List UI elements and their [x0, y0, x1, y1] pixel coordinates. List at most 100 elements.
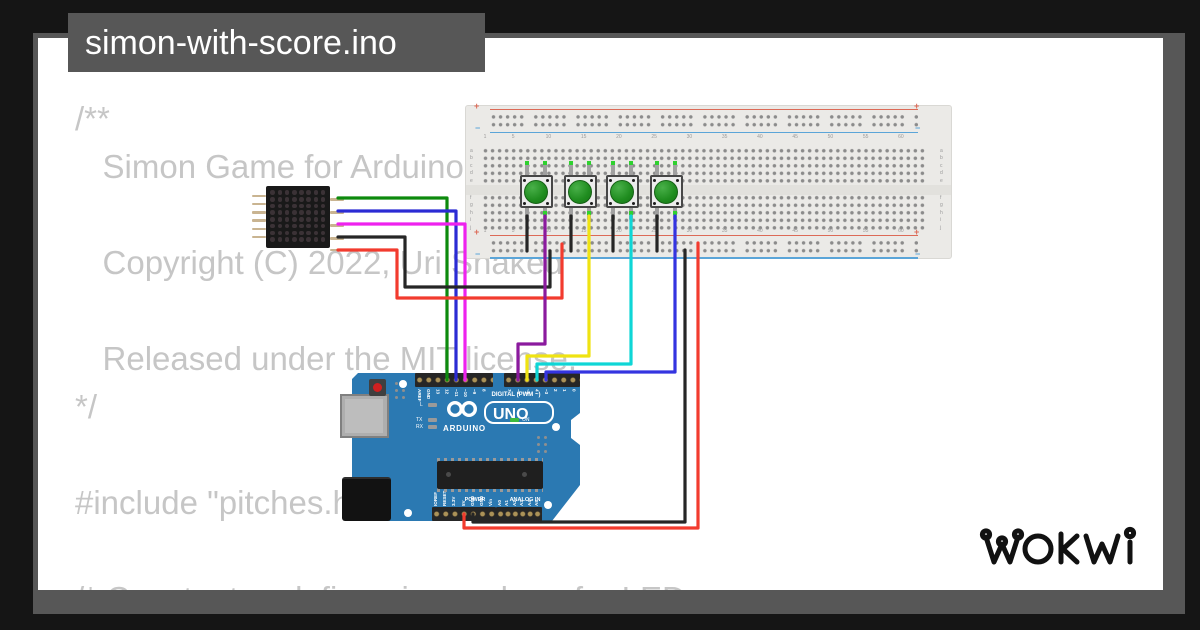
pushbutton-cap[interactable] [654, 179, 678, 204]
breadboard-column-number: 15 [580, 134, 587, 140]
breadboard-column-number: 5 [511, 134, 515, 140]
breadboard-hole-strip [482, 147, 925, 185]
icsp-header-pin [395, 382, 398, 385]
breadboard-rail-sign: − [915, 123, 921, 133]
matrix-led-dot [320, 237, 326, 242]
breadboard-column-number: 55 [862, 228, 869, 234]
chip-pin1-dot [446, 472, 451, 477]
pushbutton-pin-indicator [673, 161, 677, 165]
pushbutton-corner-contact [609, 178, 612, 182]
breadboard-row-letter: g [940, 202, 943, 208]
mounting-hole [399, 380, 407, 388]
breadboard-row-letter: b [940, 155, 943, 161]
breadboard-column-number: 35 [721, 228, 728, 234]
breadboard-rail-sign: + [474, 227, 480, 237]
pushbutton-cap[interactable] [610, 179, 634, 204]
pushbutton-corner-contact [523, 201, 526, 205]
matrix-led-dot [277, 237, 283, 242]
breadboard-row-letter: c [940, 162, 943, 169]
breadboard-rail-line [490, 234, 918, 237]
icsp-header-pin [395, 396, 398, 399]
matrix-led-dot [306, 197, 311, 202]
icsp-header-pin [544, 436, 547, 439]
wokwi-logo-w1 [983, 534, 1021, 565]
breadboard-rail-line [490, 108, 918, 111]
matrix-led-dot [299, 197, 304, 202]
matrix-led-dot [292, 190, 297, 195]
wokwi-logo-o [1022, 533, 1054, 565]
breadboard-row-letter: i [940, 217, 942, 223]
matrix-led-dot [292, 217, 297, 222]
matrix-led-dot [270, 237, 275, 242]
matrix-led-dot [277, 190, 283, 195]
matrix-led-dot [313, 203, 319, 209]
code-line: /** [75, 100, 110, 137]
matrix-led-dot [284, 223, 290, 229]
matrix-led-dot [270, 210, 275, 215]
breadboard-column-number: 1 [483, 134, 487, 140]
matrix-led-dot [270, 230, 275, 236]
matrix-led-dot [284, 210, 290, 215]
icsp-header-pin [544, 450, 547, 453]
sketch-filename: simon-with-score.ino [85, 24, 397, 62]
icsp-header-pin [395, 389, 398, 392]
breadboard-row-letter: d [940, 170, 943, 176]
reset-button[interactable] [373, 383, 382, 392]
power-header[interactable] [432, 507, 496, 521]
wokwi-logo-i-dot [1123, 526, 1137, 540]
icsp-header-pin [544, 443, 547, 446]
pushbutton-leg [611, 206, 615, 220]
matrix-body[interactable] [266, 186, 330, 248]
breadboard-row-letter: i [470, 217, 472, 223]
wokwi-logo-node [995, 535, 1009, 548]
led-on [510, 418, 519, 422]
matrix-led-dot [313, 230, 319, 236]
matrix-pin-left [252, 211, 266, 214]
icsp-header-pin [537, 443, 540, 446]
led-rx-label: RX [416, 424, 423, 430]
power-jack [342, 477, 391, 521]
matrix-led-dot [306, 223, 311, 229]
pushbutton-pin-indicator [587, 211, 591, 215]
breadboard-column-number: 25 [651, 134, 657, 140]
breadboard-column-number: 15 [580, 228, 587, 234]
matrix-led-dot [313, 197, 319, 202]
breadboard-rail-line [490, 257, 918, 259]
pushbutton-cap[interactable] [524, 179, 548, 204]
digital-header-left[interactable] [415, 373, 493, 387]
breadboard-row-letter: g [470, 202, 473, 208]
matrix-led-dot [313, 217, 319, 222]
mounting-hole [552, 423, 560, 431]
mounting-hole [404, 509, 412, 517]
matrix-pin-right [330, 237, 344, 240]
arduino-infinity-logo [446, 400, 478, 418]
matrix-pin-right [330, 211, 344, 214]
breadboard-column-number: 20 [616, 228, 622, 234]
breadboard-column-number: 45 [792, 134, 798, 140]
breadboard-row-letter: d [470, 170, 473, 176]
pushbutton-pin-indicator [655, 161, 659, 165]
led-rx [428, 425, 437, 429]
pushbutton-pin-indicator [587, 161, 591, 165]
matrix-led-dot [299, 230, 304, 236]
led-matrix-8x8[interactable] [252, 184, 347, 260]
matrix-led-dot [292, 197, 297, 202]
pushbutton-leg [655, 162, 659, 176]
pushbutton-leg [629, 162, 633, 176]
matrix-led-dot [320, 197, 326, 202]
breadboard-row-letter: j [940, 224, 942, 231]
matrix-led-dot [284, 197, 290, 202]
pushbutton-corner-contact [546, 178, 549, 182]
wokwi-logo-k [1058, 531, 1080, 565]
pushbutton-leg [611, 162, 615, 176]
analog-header[interactable] [496, 507, 542, 521]
pushbutton-cap[interactable] [568, 179, 592, 204]
matrix-led-dot [292, 223, 297, 229]
breadboard-row-letter: a [940, 147, 943, 154]
pushbutton-leg [569, 206, 573, 220]
digital-header-right[interactable] [504, 373, 580, 387]
matrix-led-dot [320, 217, 326, 222]
atmega-chip [437, 461, 543, 489]
